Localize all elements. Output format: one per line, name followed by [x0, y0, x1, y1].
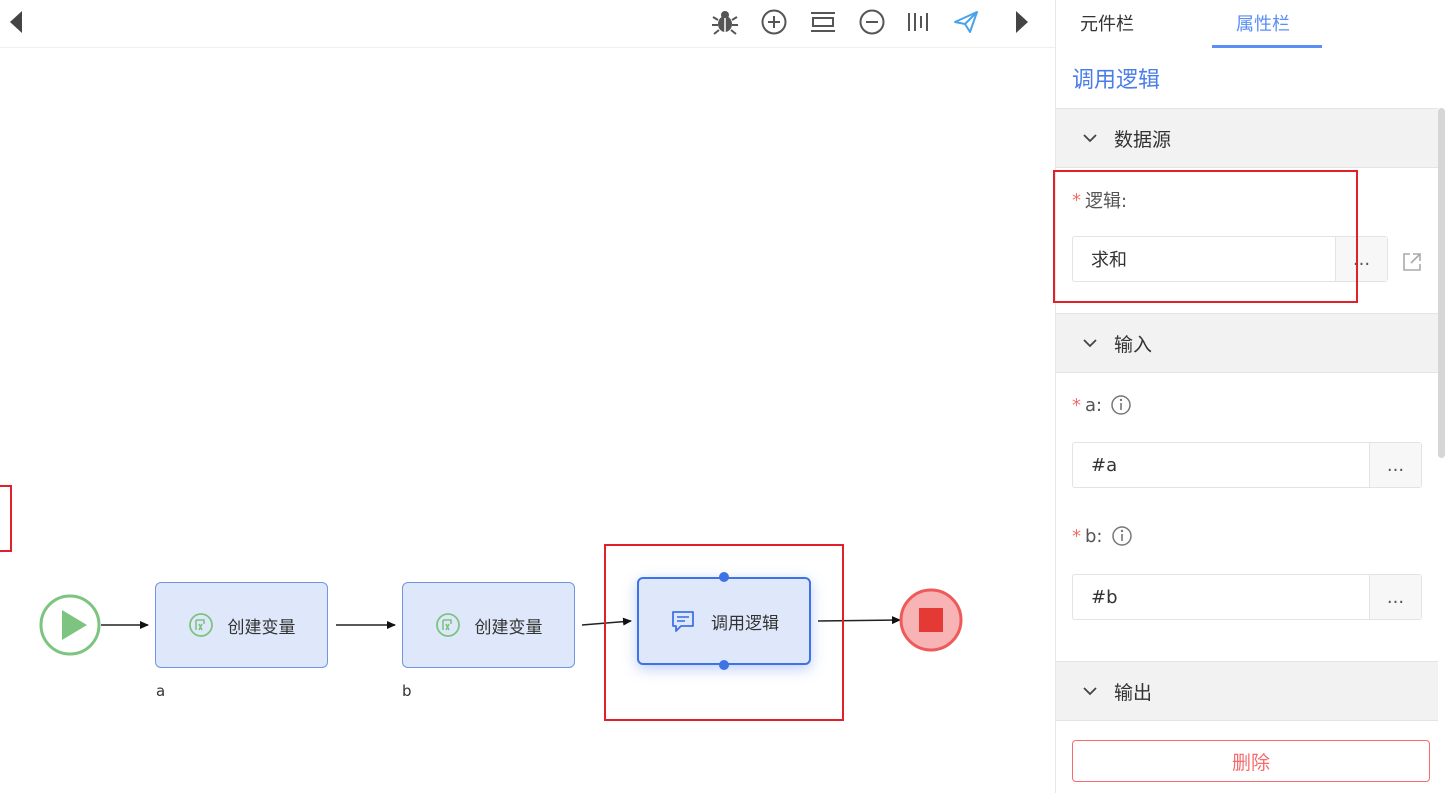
highlight-box-edge: [0, 485, 12, 552]
required-mark: *: [1072, 525, 1081, 547]
send-icon: [954, 11, 978, 33]
logic-field-value[interactable]: 求和: [1091, 250, 1127, 271]
node-caption: a: [156, 682, 166, 700]
input-b-select-button[interactable]: ...: [1369, 575, 1421, 619]
message-icon: [669, 607, 697, 635]
field-label-b: * b:: [1072, 525, 1133, 547]
toolbar: [0, 0, 1055, 48]
panel-tabs: 元件栏 属性栏: [1056, 0, 1445, 50]
flow-canvas[interactable]: 创建变量 a 创建变量 b 调用逻辑: [0, 0, 1055, 793]
chevron-down-icon: [1082, 338, 1098, 348]
zoom-out-button[interactable]: [856, 6, 888, 38]
flow-connectors: [39, 588, 963, 656]
section-datasource-header[interactable]: 数据源: [1056, 108, 1438, 168]
field-label-a: * a:: [1072, 394, 1132, 416]
properties-panel: 元件栏 属性栏 调用逻辑 数据源 * 逻辑: 求和 ... 输入 * a:: [1053, 0, 1445, 793]
section-label: 输出: [1114, 681, 1153, 704]
node-label: 创建变量: [474, 617, 543, 638]
required-mark: *: [1072, 394, 1081, 416]
align-button[interactable]: [903, 6, 935, 38]
highlight-box-node: [604, 544, 844, 721]
input-b-field[interactable]: #b ...: [1072, 574, 1422, 620]
logic-select-button[interactable]: ...: [1335, 237, 1387, 281]
chevron-down-icon: [1082, 133, 1098, 143]
field-label-text: a:: [1085, 394, 1103, 416]
chevron-down-icon: [1082, 686, 1098, 696]
flow-node-create-variable-b[interactable]: 创建变量: [402, 582, 575, 668]
publish-button[interactable]: [950, 6, 982, 38]
tab-components[interactable]: 元件栏: [1080, 14, 1134, 35]
zoom-in-icon: [761, 9, 787, 35]
variable-icon: [188, 612, 214, 638]
fit-icon: [811, 12, 835, 32]
required-mark: *: [1072, 189, 1081, 211]
node-label: 调用逻辑: [711, 613, 779, 634]
external-link-icon: [1403, 253, 1421, 271]
field-label-text: b:: [1085, 525, 1103, 547]
field-label-text: 逻辑:: [1085, 191, 1128, 212]
collapse-left-button[interactable]: [0, 6, 32, 38]
debug-button[interactable]: [709, 6, 741, 38]
node-caption: b: [402, 682, 412, 700]
section-input-header[interactable]: 输入: [1056, 313, 1438, 373]
panel-scrollbar[interactable]: [1438, 108, 1445, 458]
input-b-value[interactable]: #b: [1091, 586, 1118, 608]
section-output-header[interactable]: 输出: [1056, 661, 1438, 721]
edge-node-2-to-node-3[interactable]: [581, 617, 632, 626]
collapse-right-button[interactable]: [1006, 6, 1038, 38]
stop-icon: [919, 608, 943, 632]
triangle-right-icon: [1016, 11, 1028, 33]
zoom-out-icon: [859, 9, 885, 35]
node-anchor-bottom[interactable]: [719, 660, 729, 670]
tab-active-indicator: [1212, 45, 1322, 48]
zoom-in-button[interactable]: [758, 6, 790, 38]
align-icon: [908, 13, 928, 31]
logic-field[interactable]: 求和 ...: [1072, 236, 1388, 282]
tab-properties[interactable]: 属性栏: [1236, 14, 1290, 35]
variable-icon: [435, 612, 461, 638]
node-anchor-top[interactable]: [719, 572, 729, 582]
triangle-left-icon: [10, 11, 22, 33]
info-icon[interactable]: [1110, 394, 1132, 416]
flow-node-create-variable-a[interactable]: 创建变量: [155, 582, 328, 668]
edge-node-3-to-end[interactable]: [817, 616, 901, 625]
section-label: 输入: [1114, 333, 1153, 356]
start-node[interactable]: [39, 594, 101, 656]
panel-title: 调用逻辑: [1072, 68, 1161, 93]
input-a-value[interactable]: #a: [1091, 454, 1118, 476]
field-label-logic: * 逻辑:: [1072, 187, 1127, 213]
node-label: 创建变量: [227, 617, 296, 638]
play-icon: [62, 610, 87, 640]
end-node[interactable]: [899, 588, 963, 652]
input-a-field[interactable]: #a ...: [1072, 442, 1422, 488]
highlight-box-logic: [1053, 170, 1358, 303]
fit-button[interactable]: [807, 6, 839, 38]
delete-button[interactable]: 删除: [1072, 740, 1430, 782]
bug-icon: [712, 11, 738, 35]
open-logic-button[interactable]: [1400, 250, 1424, 274]
info-icon[interactable]: [1111, 525, 1133, 547]
section-label: 数据源: [1114, 128, 1172, 151]
input-a-select-button[interactable]: ...: [1369, 443, 1421, 487]
